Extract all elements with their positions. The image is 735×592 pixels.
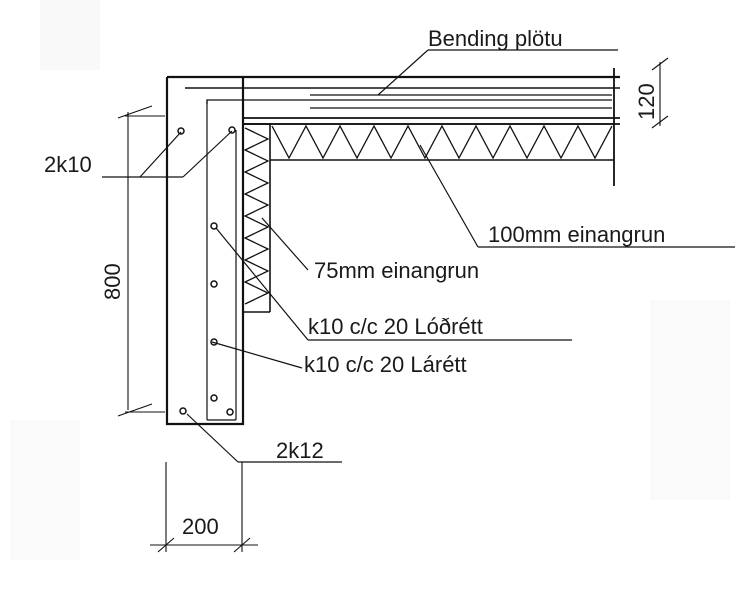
label-slab-thickness: 120 — [634, 83, 659, 120]
dimension-height — [117, 105, 165, 417]
label-insulation-75: 75mm einangrun — [314, 258, 479, 283]
label-wall-width: 200 — [182, 514, 219, 539]
wall-reinforcement — [177, 100, 237, 421]
slab-section — [206, 68, 620, 186]
insulation-100-hatch — [243, 123, 614, 161]
label-horizontal-bars: k10 c/c 20 Lárétt — [304, 352, 467, 377]
label-bottom-bars: 2k12 — [276, 438, 324, 463]
label-slab: Bending plötu — [428, 26, 563, 51]
label-wall-height: 800 — [100, 263, 125, 300]
label-top-bars: 2k10 — [44, 152, 92, 177]
label-vertical-bars: k10 c/c 20 Lóðrétt — [308, 314, 483, 339]
background-texture — [10, 0, 730, 560]
dimension-slab-thickness — [651, 57, 669, 129]
rebar-dots — [177, 126, 236, 416]
dimension-width — [150, 462, 258, 553]
leader-lines — [102, 49, 735, 463]
insulation-75-hatch — [243, 123, 271, 313]
label-insulation-100: 100mm einangrun — [488, 222, 665, 247]
wall-outline — [165, 75, 620, 426]
